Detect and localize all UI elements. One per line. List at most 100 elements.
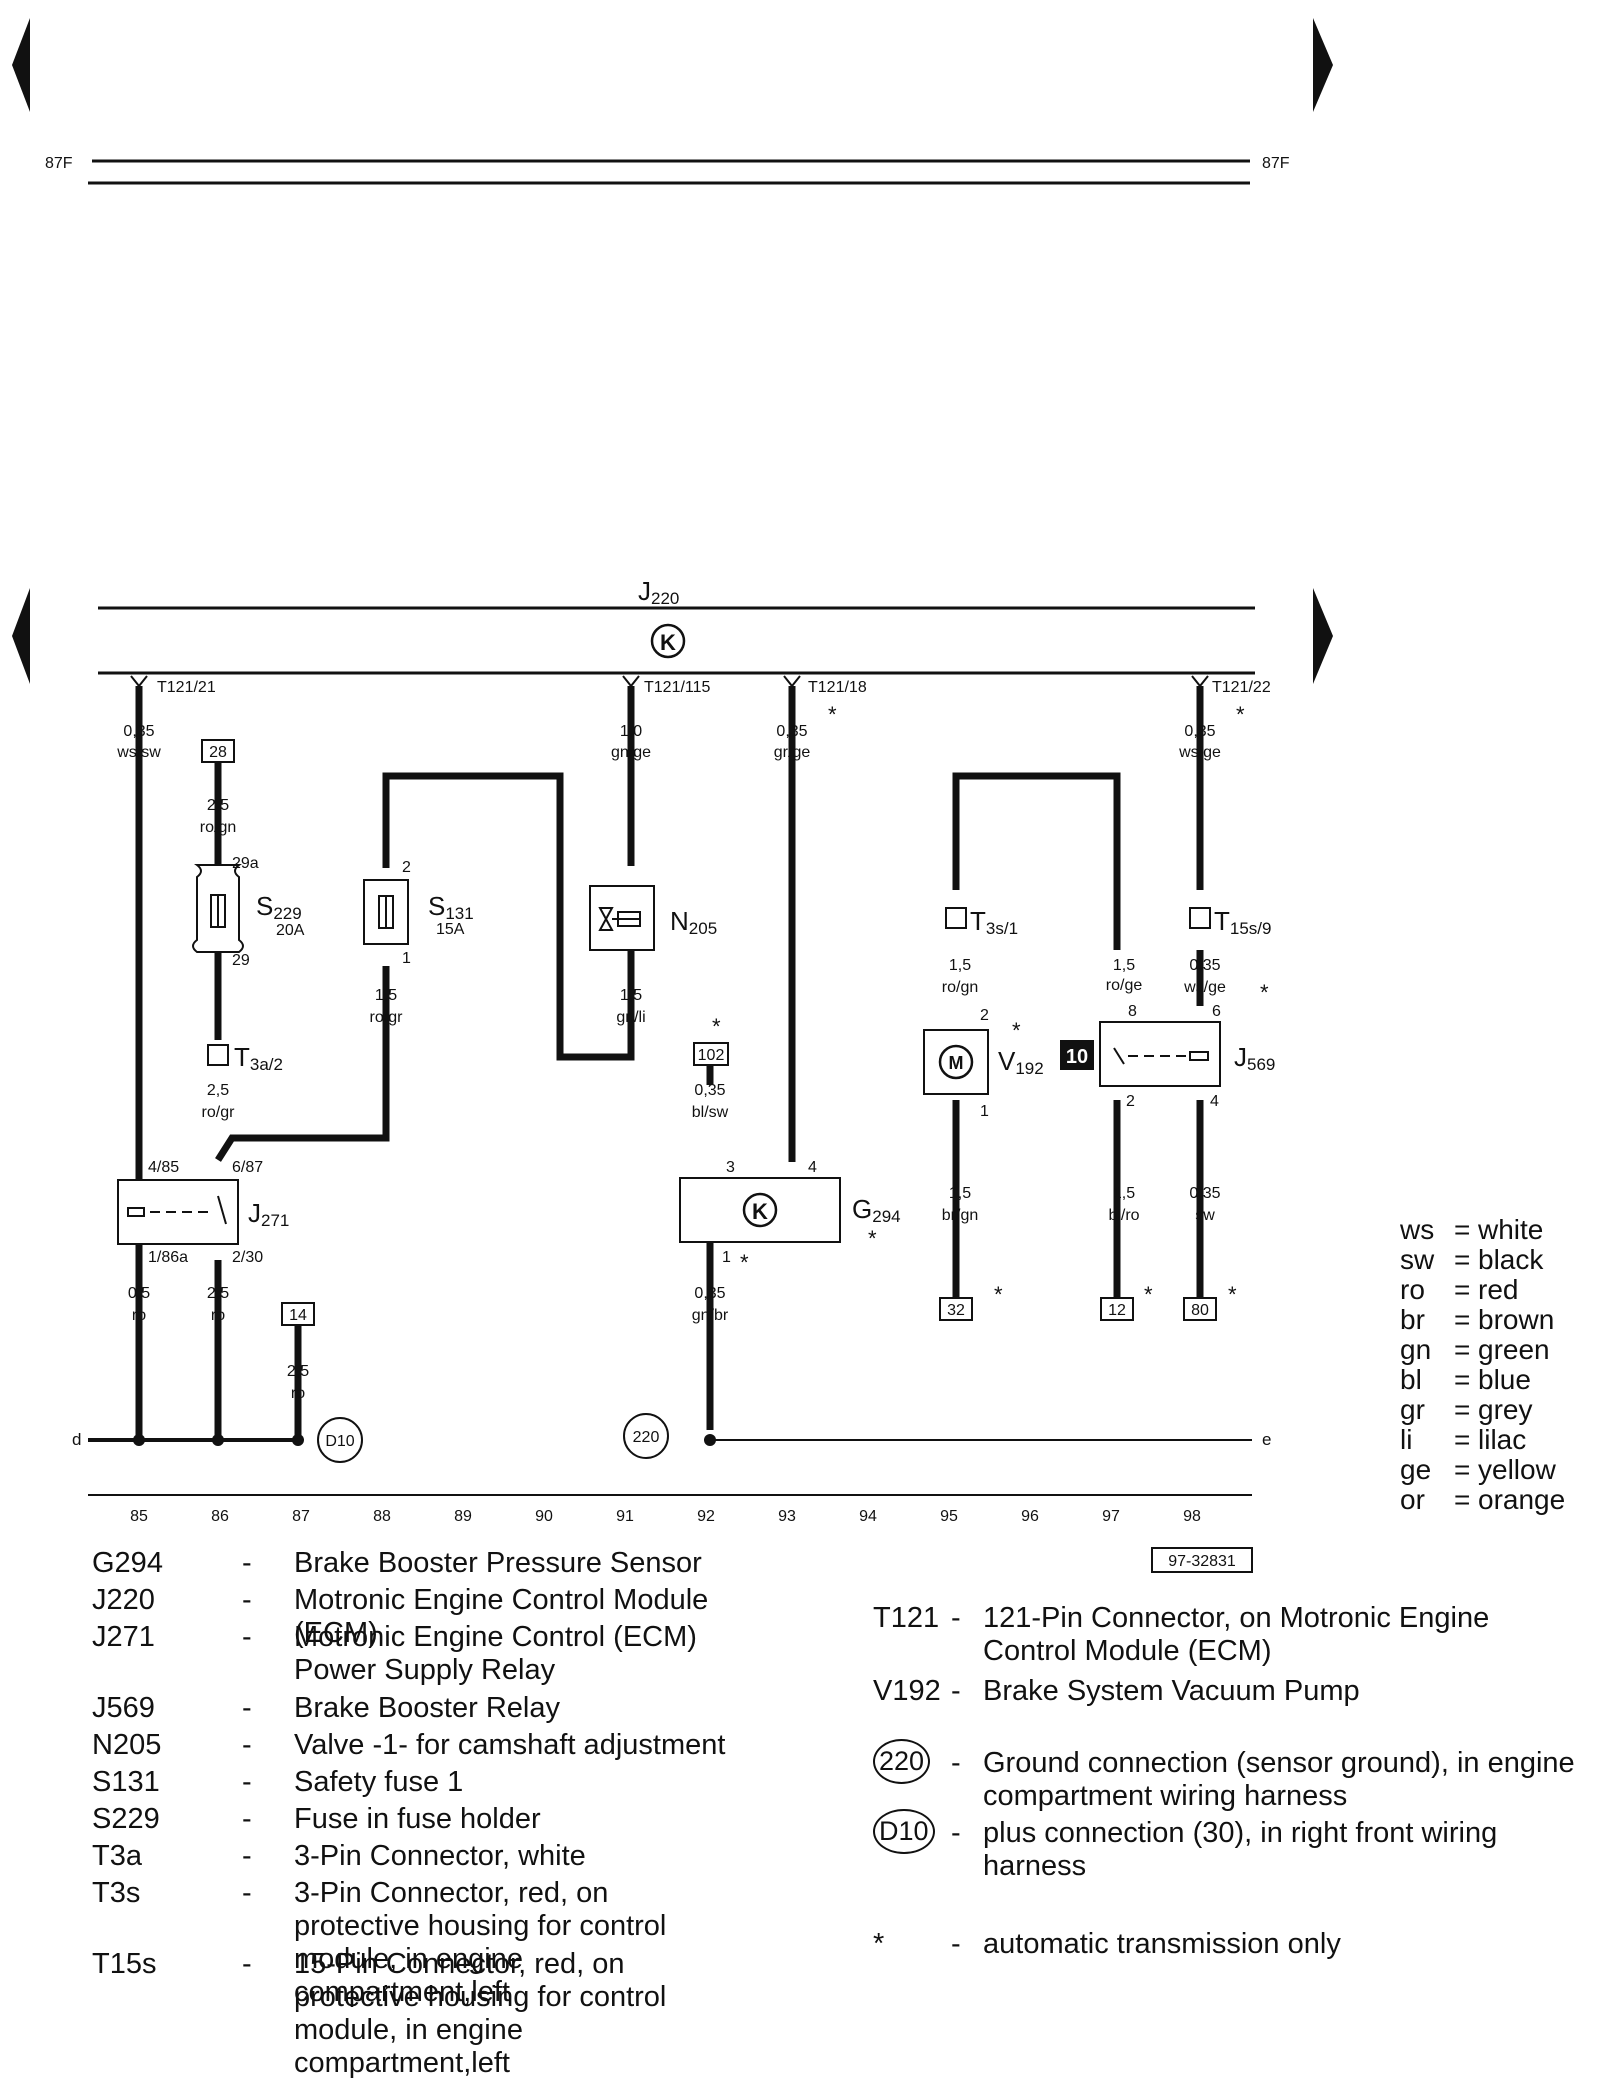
svg-text:*: * xyxy=(1236,702,1245,727)
color-abbr: gr xyxy=(1400,1394,1425,1425)
track-number: 90 xyxy=(535,1508,553,1525)
module-symbol: K xyxy=(660,630,676,655)
page-back-arrow[interactable] xyxy=(12,18,30,112)
svg-text:6/87: 6/87 xyxy=(232,1159,263,1176)
ref-32: 32 xyxy=(947,1302,965,1319)
svg-text:ro: ro xyxy=(291,1385,305,1402)
svg-text:G294: G294 xyxy=(852,1194,901,1226)
svg-text:0,5: 0,5 xyxy=(128,1285,150,1302)
legend-dash: - xyxy=(242,1803,252,1835)
svg-text:10: 10 xyxy=(1066,1046,1088,1068)
svg-text:M: M xyxy=(949,1053,964,1073)
svg-text:0,35: 0,35 xyxy=(776,723,807,740)
track-number: 95 xyxy=(940,1508,958,1525)
equals-sign: = xyxy=(1454,1334,1471,1365)
end-left: d xyxy=(72,1430,81,1449)
svg-text:*: * xyxy=(740,1250,749,1275)
legend-dash: - xyxy=(951,1817,961,1849)
legend-code: S229 xyxy=(92,1803,160,1835)
svg-text:bl/sw: bl/sw xyxy=(692,1104,729,1121)
wire-88 xyxy=(215,966,390,1162)
relay-j271: 4/85 6/87 1/86a 2/30 J271 xyxy=(117,1159,289,1266)
legend-dash: - xyxy=(242,1729,252,1761)
equals-sign: = xyxy=(1454,1274,1471,1305)
svg-text:15A: 15A xyxy=(436,921,465,938)
page-forward-arrow[interactable] xyxy=(1313,18,1333,112)
pump-v192: M 2 1 V192 xyxy=(923,1007,1044,1120)
end-right: e xyxy=(1262,1430,1271,1449)
svg-text:br/gn: br/gn xyxy=(942,1207,978,1224)
svg-text:0,35: 0,35 xyxy=(1189,957,1220,974)
svg-text:*: * xyxy=(1144,1282,1153,1307)
color-abbr: gn xyxy=(1400,1334,1432,1365)
legend-description: Valve -1- for camshaft adjustment xyxy=(294,1729,726,1761)
page-forward-arrow-lower[interactable] xyxy=(1313,588,1333,684)
color-name: green xyxy=(1478,1334,1550,1365)
color-abbr: br xyxy=(1400,1304,1425,1335)
track-number: 94 xyxy=(859,1508,877,1525)
equals-sign: = xyxy=(1454,1484,1471,1515)
legend-dash: - xyxy=(242,1692,252,1724)
legend-description: Brake Booster Relay xyxy=(294,1692,560,1724)
svg-text:4: 4 xyxy=(1210,1093,1219,1110)
track-number: 85 xyxy=(130,1508,148,1525)
legend-description: 121-Pin Connector, on Motronic Engine Co… xyxy=(983,1602,1490,1667)
connector-t3a2: T3a/2 xyxy=(207,1042,283,1074)
legend-description: Motronic Engine Control Module (ECM) xyxy=(294,1584,709,1649)
svg-text:1,5: 1,5 xyxy=(620,987,642,1004)
svg-text:gn/br: gn/br xyxy=(692,1307,729,1324)
svg-text:4/85: 4/85 xyxy=(148,1159,179,1176)
connector-t3s1: T3s/1 xyxy=(945,906,1018,938)
svg-text:0,35: 0,35 xyxy=(694,1082,725,1099)
color-name: yellow xyxy=(1478,1454,1556,1485)
svg-text:*: * xyxy=(994,1282,1003,1307)
module-symbol-circle xyxy=(650,623,686,659)
svg-text:J569: J569 xyxy=(1234,1042,1275,1074)
legend-description: Fuse in fuse holder xyxy=(294,1803,541,1835)
valve-n205: N205 xyxy=(589,885,717,951)
connector-t121-22: T121/22 xyxy=(1212,679,1271,696)
svg-text:*: * xyxy=(1228,1282,1237,1307)
legend-description: 3-Pin Connector, white xyxy=(294,1840,586,1872)
svg-text:3: 3 xyxy=(726,1159,735,1176)
color-name: grey xyxy=(1478,1394,1533,1425)
legend-code: J569 xyxy=(92,1692,155,1724)
color-name: orange xyxy=(1478,1484,1566,1515)
color-name: black xyxy=(1478,1244,1544,1275)
track-number: 92 xyxy=(697,1508,715,1525)
svg-text:1/86a: 1/86a xyxy=(148,1249,188,1266)
page-back-arrow-lower[interactable] xyxy=(12,588,30,684)
legend-code: D10 xyxy=(873,1809,935,1854)
svg-text:ws/ge: ws/ge xyxy=(1183,979,1226,996)
connector-t121-21: T121/21 xyxy=(157,679,216,696)
legend-dash: - xyxy=(242,1948,252,1980)
sensor-g294: K 3 4 1 G294 xyxy=(679,1159,901,1266)
svg-text:T3s/1: T3s/1 xyxy=(970,906,1018,938)
svg-text:V192: V192 xyxy=(998,1046,1044,1078)
svg-text:gn/li: gn/li xyxy=(616,1009,645,1026)
color-abbr: ge xyxy=(1400,1454,1432,1485)
svg-text:bl/ro: bl/ro xyxy=(1108,1207,1139,1224)
legend-code: 220 xyxy=(873,1739,931,1784)
bus-label-right: 87F xyxy=(1262,155,1290,172)
legend-description: Ground connection (sensor ground), in en… xyxy=(983,1747,1575,1812)
legend-description: automatic transmission only xyxy=(983,1928,1341,1960)
legend-code: T3a xyxy=(92,1840,142,1872)
svg-text:0,35: 0,35 xyxy=(1189,1185,1220,1202)
wire-88-loop xyxy=(382,772,635,1061)
svg-text:*: * xyxy=(828,702,837,727)
svg-text:0,35: 0,35 xyxy=(1184,723,1215,740)
svg-text:T15s/9: T15s/9 xyxy=(1214,906,1271,938)
legend-description: plus connection (30), in right front wir… xyxy=(983,1817,1498,1882)
ground-220: 220 xyxy=(623,1413,669,1459)
legend-dash: - xyxy=(242,1547,252,1579)
ref-102: 102 xyxy=(698,1047,725,1064)
track-number: 86 xyxy=(211,1508,229,1525)
color-name: red xyxy=(1478,1274,1519,1305)
svg-text:*: * xyxy=(1260,980,1269,1005)
legend-dash: - xyxy=(242,1766,252,1798)
legend-dash: - xyxy=(242,1840,252,1872)
equals-sign: = xyxy=(1454,1364,1471,1395)
svg-text:S131: S131 xyxy=(428,891,474,923)
svg-text:1: 1 xyxy=(980,1103,989,1120)
